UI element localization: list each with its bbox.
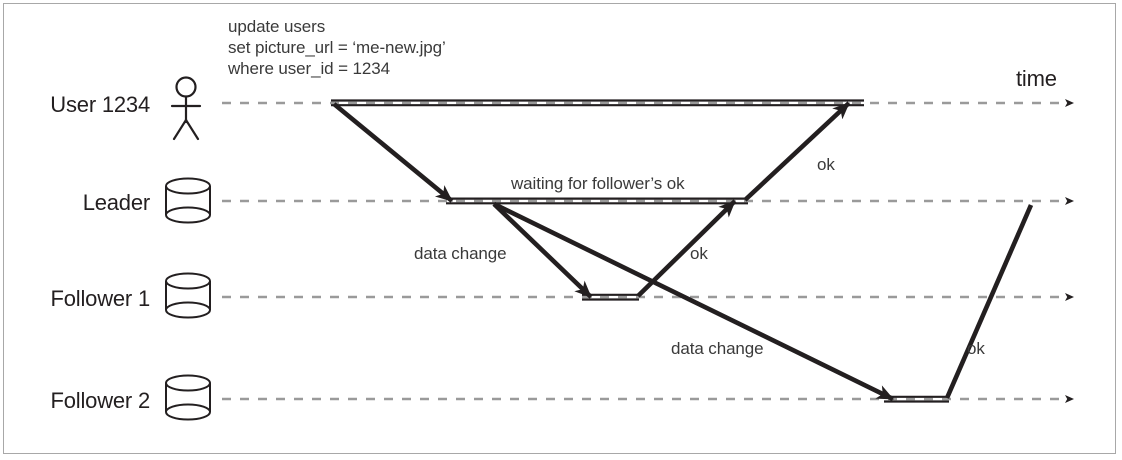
sql-line-1: update users bbox=[228, 17, 326, 36]
arrow-ok-follower1-to-leader bbox=[636, 199, 737, 298]
lane-label-follower2: Follower 2 bbox=[50, 388, 151, 413]
database-cylinder-icon-follower2 bbox=[165, 374, 211, 421]
label-data-change-follower1: data change bbox=[414, 244, 507, 263]
activation-user bbox=[331, 99, 864, 107]
label-waiting-for-follower-ok: waiting for follower’s ok bbox=[511, 174, 685, 193]
lane-label-leader: Leader bbox=[82, 190, 151, 215]
label-ok-leader-to-user: ok bbox=[817, 155, 835, 174]
sql-query-annotation: update users set picture_url = ‘me-new.j… bbox=[228, 16, 446, 79]
arrow-data-change-follower1 bbox=[492, 202, 593, 299]
label-ok-follower2: ok bbox=[967, 339, 985, 358]
database-cylinder-icon-leader bbox=[165, 177, 211, 224]
activation-follower2 bbox=[884, 395, 949, 403]
arrow-ok-follower2 bbox=[944, 204, 1034, 399]
lane-label-user: User 1234 bbox=[50, 92, 150, 117]
lane-label-follower1: Follower 1 bbox=[50, 286, 151, 311]
time-axis-label: time bbox=[1016, 66, 1057, 91]
stick-figure-icon bbox=[170, 76, 202, 141]
sql-line-2: set picture_url = ‘me-new.jpg’ bbox=[228, 38, 446, 57]
arrow-write-request bbox=[332, 102, 454, 203]
arrow-ok-leader-to-user bbox=[743, 101, 851, 202]
database-cylinder-icon-follower1 bbox=[165, 272, 211, 319]
activation-leader bbox=[446, 197, 748, 205]
label-data-change-follower2: data change bbox=[671, 339, 764, 358]
sql-line-3: where user_id = 1234 bbox=[228, 59, 390, 78]
arrow-data-change-follower2 bbox=[492, 201, 895, 402]
label-ok-follower1-to-leader: ok bbox=[690, 244, 708, 263]
